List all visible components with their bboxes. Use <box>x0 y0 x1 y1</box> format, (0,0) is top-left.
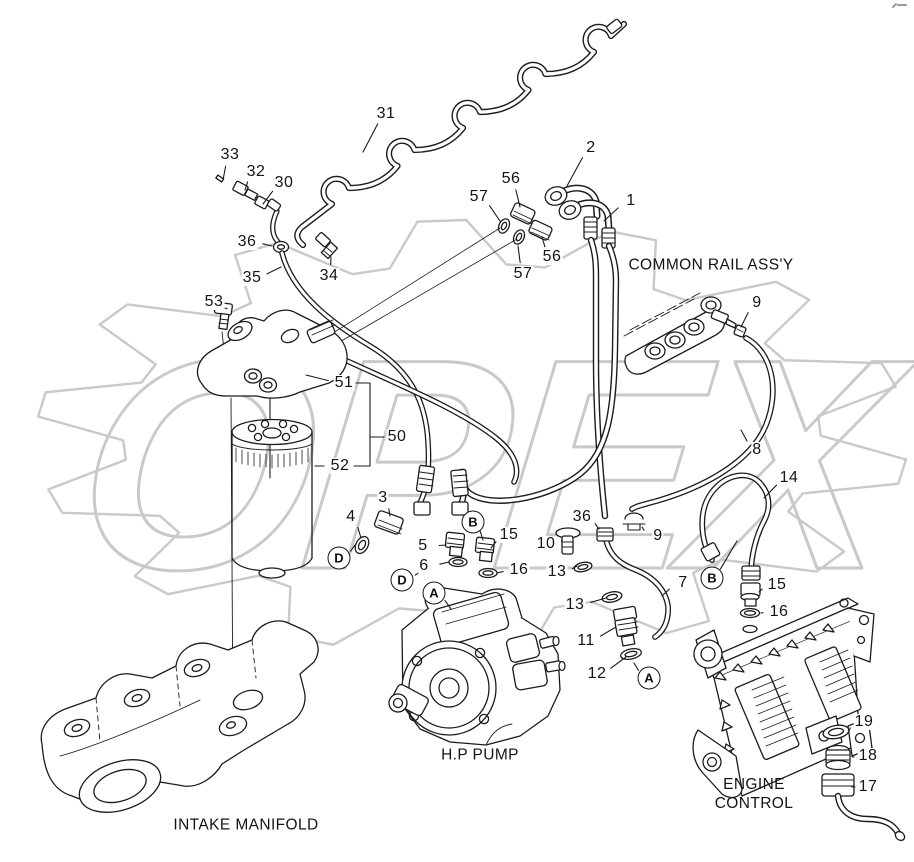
leader-line <box>439 561 450 565</box>
leader-line <box>740 429 748 442</box>
elbow-fittings-cluster <box>305 184 616 359</box>
leader-line <box>362 123 379 153</box>
leader-line <box>262 243 273 247</box>
leader-line <box>566 157 584 187</box>
banjo-fittings <box>215 174 339 260</box>
leader-line <box>541 236 546 248</box>
leader-line <box>517 245 521 264</box>
leader-line <box>599 626 617 637</box>
leader-line <box>305 374 329 382</box>
leader-line <box>266 266 282 275</box>
leader-line <box>388 508 391 517</box>
leak-off-pipe <box>294 18 628 249</box>
leader-line <box>357 526 362 539</box>
intake-manifold <box>40 620 319 813</box>
leader-line <box>488 205 501 222</box>
ecu-return-fittings <box>821 724 906 842</box>
leader-line <box>719 540 738 570</box>
leader-line <box>610 656 627 669</box>
leader-line <box>515 189 521 208</box>
leader-lines <box>220 123 856 788</box>
leader-line <box>594 523 600 530</box>
leader-line <box>496 571 504 574</box>
leader-line <box>590 597 607 604</box>
corner-mark <box>892 3 907 8</box>
leader-line <box>444 599 452 610</box>
leader-line <box>603 207 619 222</box>
leader-line <box>763 484 778 499</box>
supply-hoses <box>329 236 620 520</box>
leader-line <box>350 544 356 552</box>
leader-line <box>633 662 639 671</box>
pump-inlet-fittings <box>354 510 498 579</box>
pipe-14 <box>699 472 772 634</box>
common-rail <box>623 292 747 375</box>
leader-line <box>222 165 227 181</box>
leader-line <box>490 541 497 549</box>
watermark-text: OPEX <box>65 297 914 632</box>
engine-control-unit <box>692 597 875 799</box>
leader-line <box>661 588 670 597</box>
leader-line <box>641 526 645 531</box>
leader-line <box>758 588 763 593</box>
leader-line <box>571 565 578 570</box>
leader-line <box>848 727 851 732</box>
leader-line <box>740 312 749 328</box>
watermark: OPEX <box>36 3 914 658</box>
pipe-7-group <box>555 527 671 661</box>
hp-pump <box>388 587 566 746</box>
leader-line <box>244 181 249 191</box>
pipe-8 <box>622 335 776 531</box>
leader-line <box>262 190 274 205</box>
